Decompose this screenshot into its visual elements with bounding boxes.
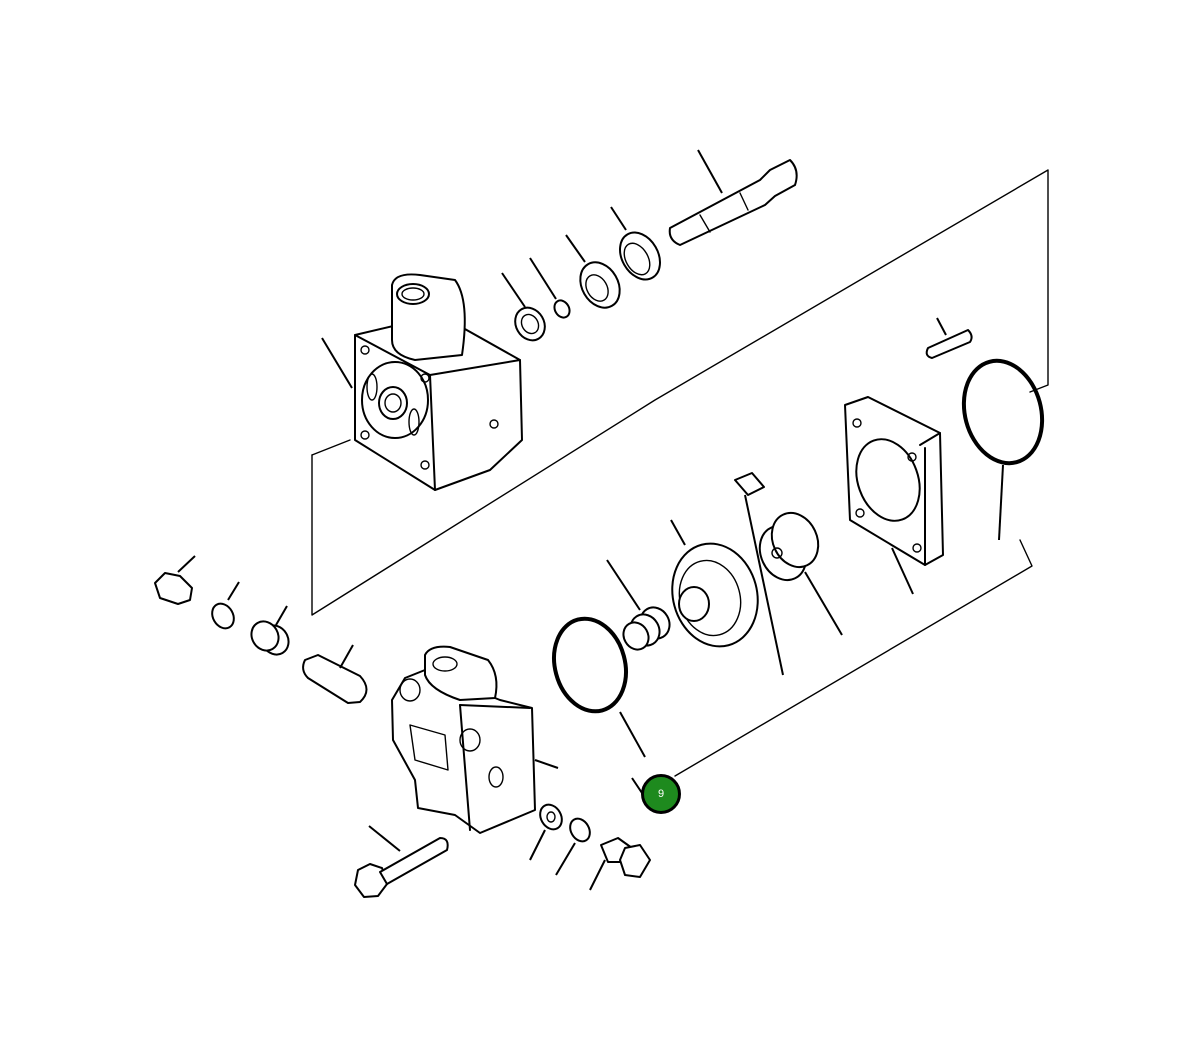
oil-seal[interactable] — [501, 272, 551, 346]
o-ring-large-right[interactable] — [953, 352, 1053, 541]
callout-badge-9[interactable]: 9 — [641, 774, 681, 814]
cam-ring-plate[interactable] — [844, 396, 944, 595]
snap-ring-small[interactable] — [529, 257, 573, 320]
dowel-pin[interactable] — [925, 317, 973, 359]
plug[interactable] — [154, 555, 196, 605]
bolt-short[interactable] — [589, 837, 651, 891]
o-ring-large-left[interactable] — [544, 611, 646, 758]
snap-ring[interactable] — [610, 206, 668, 287]
assembly-bracket-lines — [311, 169, 1049, 777]
ball-bearing[interactable] — [565, 234, 628, 315]
valve-spool[interactable] — [302, 644, 368, 704]
key[interactable] — [734, 472, 784, 676]
washer-plain[interactable] — [555, 815, 594, 876]
pump-housing-front[interactable] — [321, 273, 523, 491]
drive-shaft[interactable] — [668, 149, 798, 246]
side-plate[interactable] — [661, 519, 769, 656]
bolt-long[interactable] — [354, 825, 449, 898]
pump-housing-rear[interactable] — [391, 645, 559, 834]
washer-lock[interactable] — [529, 801, 566, 861]
rotor[interactable] — [751, 505, 843, 636]
spring-small[interactable] — [246, 605, 294, 659]
spring[interactable] — [606, 559, 675, 654]
callout-number: 9 — [657, 788, 665, 800]
washer[interactable] — [208, 581, 240, 632]
